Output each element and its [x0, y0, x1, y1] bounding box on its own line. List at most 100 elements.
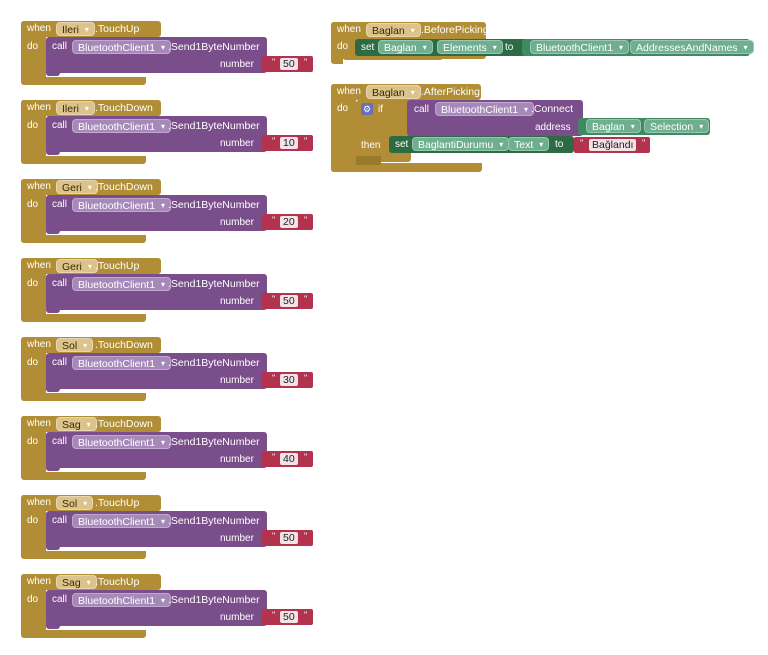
call-component-dropdown[interactable]: BluetoothClient1 [435, 102, 535, 117]
number-string-value[interactable]: 50 [280, 58, 298, 70]
number-string-value[interactable]: 30 [280, 374, 298, 386]
event-component-dropdown[interactable]: Sol [56, 496, 94, 511]
event-component-dropdown[interactable]: Sol [56, 338, 94, 353]
number-string-value[interactable]: 10 [280, 137, 298, 149]
event-name: .TouchUp [95, 497, 140, 509]
getter-component-dropdown[interactable]: BluetoothClient1 [530, 40, 630, 55]
event-component-dropdown[interactable]: Ileri [56, 101, 95, 116]
number-string-value[interactable]: 50 [280, 295, 298, 307]
number-label: number [220, 375, 254, 386]
number-string-block[interactable]: "10" [262, 135, 313, 151]
call-component-dropdown[interactable]: BluetoothClient1 [72, 514, 172, 529]
when-keyword: when [27, 339, 51, 350]
event-component-dropdown[interactable]: Sag [56, 417, 97, 432]
call-component-dropdown[interactable]: BluetoothClient1 [72, 277, 172, 292]
call-keyword: call [52, 278, 68, 289]
when-keyword: when [27, 181, 51, 192]
event-component-dropdown[interactable]: Baglan [366, 23, 421, 38]
event-name: .TouchUp [95, 23, 140, 35]
gear-icon[interactable]: ⚙ [361, 103, 373, 115]
address-component-dropdown[interactable]: Baglan [586, 119, 641, 134]
number-string-block[interactable]: "40" [262, 451, 313, 467]
number-string-block[interactable]: "20" [262, 214, 313, 230]
call-keyword: call [52, 199, 68, 210]
event-component-dropdown[interactable]: Geri [56, 180, 98, 195]
call-component-dropdown[interactable]: BluetoothClient1 [72, 435, 172, 450]
do-keyword: do [27, 436, 39, 447]
event-name: .TouchDown [95, 102, 153, 114]
event-name: .TouchDown [95, 418, 153, 430]
event-component-dropdown[interactable]: Baglan [366, 85, 421, 100]
do-keyword: do [337, 41, 349, 52]
set-component-dropdown[interactable]: Baglan [378, 40, 433, 55]
number-string-value[interactable]: 20 [280, 216, 298, 228]
call-component-dropdown[interactable]: BluetoothClient1 [72, 593, 172, 608]
set-component-dropdown[interactable]: BaglantiDurumu [412, 137, 510, 152]
do-keyword: do [27, 515, 39, 526]
getter-property-dropdown[interactable]: AddressesAndNames [630, 40, 754, 55]
text-string-value[interactable]: Bağlandı [589, 139, 637, 151]
call-keyword: call [52, 594, 68, 605]
address-property-dropdown[interactable]: Selection [644, 119, 710, 134]
if-keyword: if [378, 104, 383, 115]
number-label: number [220, 454, 254, 465]
call-keyword: call [52, 120, 68, 131]
to-keyword: to [555, 139, 564, 150]
do-keyword: do [27, 357, 39, 368]
number-label: number [220, 217, 254, 228]
event-component-dropdown[interactable]: Sag [56, 575, 97, 590]
set-keyword: set [395, 139, 409, 150]
text-string-block[interactable]: " Bağlandı " [574, 137, 650, 153]
call-method: .Send1ByteNumber [168, 515, 260, 527]
number-string-block[interactable]: "50" [262, 530, 313, 546]
call-keyword: call [52, 515, 68, 526]
do-keyword: do [27, 120, 39, 131]
number-string-value[interactable]: 40 [280, 453, 298, 465]
call-method: .Send1ByteNumber [168, 41, 260, 53]
number-label: number [220, 296, 254, 307]
number-string-value[interactable]: 50 [280, 611, 298, 623]
do-keyword: do [27, 278, 39, 289]
call-keyword: call [52, 436, 68, 447]
set-property-dropdown[interactable]: Text [508, 137, 550, 152]
number-label: number [220, 59, 254, 70]
call-method: .Send1ByteNumber [168, 120, 260, 132]
number-string-block[interactable]: "30" [262, 372, 313, 388]
when-keyword: when [27, 23, 51, 34]
number-string-block[interactable]: "50" [262, 293, 313, 309]
event-component-dropdown[interactable]: Ileri [56, 22, 95, 37]
event-name: .AfterPicking [421, 86, 480, 98]
event-component-dropdown[interactable]: Geri [56, 259, 98, 274]
number-string-block[interactable]: "50" [262, 609, 313, 625]
number-string-value[interactable]: 50 [280, 532, 298, 544]
call-component-dropdown[interactable]: BluetoothClient1 [72, 119, 172, 134]
call-component-dropdown[interactable]: BluetoothClient1 [72, 356, 172, 371]
when-keyword: when [27, 260, 51, 271]
call-method: .Send1ByteNumber [168, 278, 260, 290]
call-keyword: call [414, 104, 430, 115]
number-string-block[interactable]: "50" [262, 56, 313, 72]
do-keyword: do [27, 594, 39, 605]
call-method: .Send1ByteNumber [168, 357, 260, 369]
number-label: number [220, 138, 254, 149]
event-name: .TouchUp [95, 576, 140, 588]
event-name: .TouchDown [95, 339, 153, 351]
call-component-dropdown[interactable]: BluetoothClient1 [72, 198, 172, 213]
call-keyword: call [52, 41, 68, 52]
call-keyword: call [52, 357, 68, 368]
do-keyword: do [27, 41, 39, 52]
do-keyword: do [337, 103, 349, 114]
then-keyword: then [361, 140, 381, 151]
number-label: number [220, 612, 254, 623]
number-label: number [220, 533, 254, 544]
call-component-dropdown[interactable]: BluetoothClient1 [72, 40, 172, 55]
set-property-dropdown[interactable]: Elements [437, 40, 503, 55]
event-name: .TouchUp [95, 260, 140, 272]
to-keyword: to [505, 42, 514, 53]
when-keyword: when [27, 497, 51, 508]
call-method: .Send1ByteNumber [168, 594, 260, 606]
address-label: address [535, 122, 571, 133]
event-name: .BeforePicking [421, 24, 489, 36]
when-keyword: when [337, 86, 361, 97]
call-method: .Connect [531, 103, 574, 115]
